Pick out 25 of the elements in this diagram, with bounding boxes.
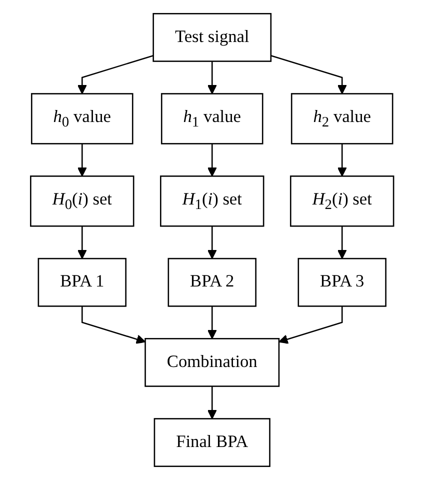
arrow — [271, 54, 348, 94]
node-box: H$_{1}$(i) set — [160, 176, 265, 227]
arrow — [78, 144, 88, 177]
node-box: BPA 3 — [298, 258, 387, 307]
node-box: Final BPA — [154, 418, 271, 467]
arrow — [338, 144, 348, 177]
arrow — [208, 226, 218, 259]
node-box: h$_{1}$ value — [161, 93, 264, 144]
arrow — [208, 306, 218, 340]
node-box: H$_{2}$(i) set — [290, 176, 395, 227]
node-box: BPA 1 — [38, 258, 127, 307]
arrow — [278, 306, 344, 344]
arrow — [208, 61, 218, 94]
node-box: h$_{2}$ value — [291, 93, 394, 144]
node-box: h$_{0}$ value — [31, 93, 134, 144]
arrow — [78, 54, 154, 94]
arrow — [82, 306, 146, 344]
node-box: BPA 2 — [168, 258, 257, 307]
node-box: Test signal — [153, 13, 272, 62]
arrow — [208, 144, 218, 177]
node-box: Combination — [145, 338, 280, 387]
arrow — [78, 226, 88, 259]
arrow — [338, 226, 348, 259]
node-box: H$_{0}$(i) set — [30, 176, 135, 227]
arrow — [208, 386, 218, 420]
